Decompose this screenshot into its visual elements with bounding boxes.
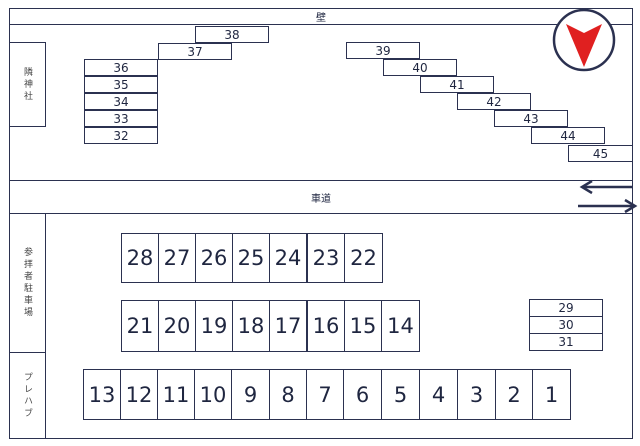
parking-slot-2: 2: [495, 369, 533, 420]
parking-slot-28: 28: [121, 233, 159, 283]
parking-slot-39: 39: [346, 42, 420, 59]
visitor-parking-box: [9, 213, 46, 353]
parking-slot-13: 13: [83, 369, 121, 420]
parking-slot-5: 5: [381, 369, 420, 420]
parking-slot-45: 45: [568, 145, 633, 162]
parking-slot-16: 16: [307, 300, 345, 352]
visitor-parking-label: 参拝者駐車場: [22, 247, 32, 319]
parking-slot-24: 24: [269, 233, 307, 283]
parking-slot-41: 41: [420, 76, 494, 93]
parking-slot-17: 17: [269, 300, 307, 352]
road-direction-arrows-icon: [578, 179, 638, 214]
parking-slot-11: 11: [157, 369, 195, 420]
parking-slot-15: 15: [344, 300, 382, 352]
parking-slot-3: 3: [457, 369, 496, 420]
parking-slot-1: 1: [532, 369, 571, 420]
prefab-label: プレハブ: [22, 371, 32, 420]
parking-slot-25: 25: [232, 233, 270, 283]
parking-slot-12: 12: [120, 369, 158, 420]
parking-slot-21: 21: [121, 300, 159, 352]
parking-slot-33: 33: [84, 110, 158, 127]
parking-slot-20: 20: [158, 300, 196, 352]
parking-slot-30: 30: [529, 316, 603, 334]
parking-slot-23: 23: [307, 233, 345, 283]
parking-slot-26: 26: [195, 233, 233, 283]
parking-slot-42: 42: [457, 93, 531, 110]
parking-slot-36: 36: [84, 59, 158, 76]
parking-slot-43: 43: [494, 110, 568, 127]
parking-slot-7: 7: [306, 369, 344, 420]
road-label: 車道: [311, 193, 331, 205]
parking-slot-31: 31: [529, 333, 603, 351]
parking-slot-35: 35: [84, 76, 158, 93]
parking-slot-32: 32: [84, 127, 158, 144]
prefab-box: [9, 352, 46, 439]
wall-label: 壁: [316, 13, 326, 24]
compass-north-icon: [552, 8, 616, 72]
parking-slot-27: 27: [158, 233, 196, 283]
parking-slot-29: 29: [529, 299, 603, 317]
parking-slot-6: 6: [343, 369, 382, 420]
parking-slot-44: 44: [531, 127, 605, 144]
parking-slot-37: 37: [158, 43, 232, 60]
parking-slot-19: 19: [195, 300, 233, 352]
parking-slot-40: 40: [383, 59, 457, 76]
parking-slot-14: 14: [381, 300, 420, 352]
road-strip: [9, 180, 633, 214]
parking-slot-34: 34: [84, 93, 158, 110]
shrine-box: [9, 42, 46, 127]
parking-slot-22: 22: [344, 233, 383, 283]
parking-slot-38: 38: [195, 26, 269, 43]
shrine-label: 隣神社: [22, 66, 32, 103]
parking-slot-10: 10: [194, 369, 232, 420]
parking-slot-8: 8: [269, 369, 307, 420]
parking-slot-9: 9: [231, 369, 270, 420]
parking-slot-18: 18: [232, 300, 270, 352]
parking-slot-4: 4: [419, 369, 458, 420]
